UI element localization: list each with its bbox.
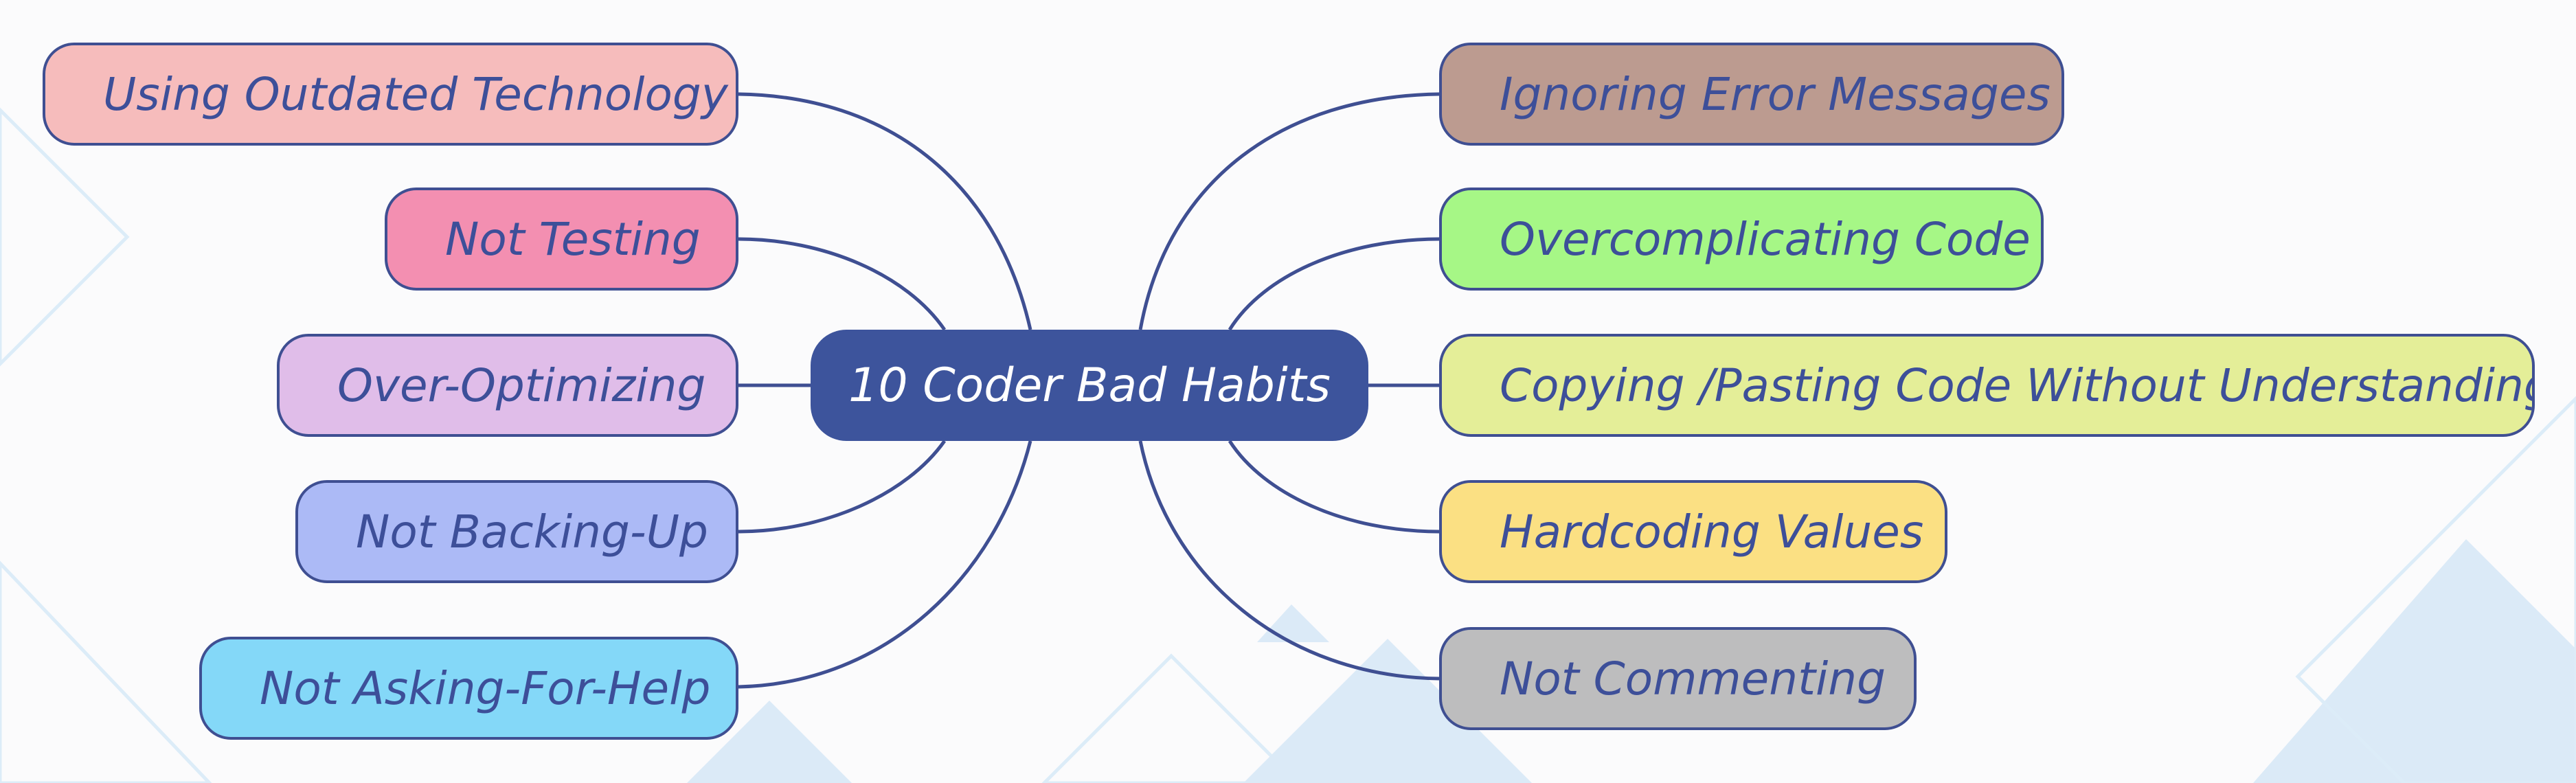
topic-label: Hardcoding Values bbox=[1500, 505, 1924, 558]
topic-label: Overcomplicating Code bbox=[1500, 212, 2031, 266]
background-triangle-left bbox=[0, 107, 130, 367]
background-triangle-center bbox=[1243, 639, 1532, 783]
connector-not-commenting bbox=[1138, 440, 1440, 681]
topic-overcomplicating-code: Overcomplicating Code bbox=[1439, 188, 2044, 291]
background-triangle-bottom-left bbox=[687, 701, 852, 783]
central-topic: 10 Coder Bad Habits bbox=[811, 330, 1368, 441]
connector-overcomplicating-code bbox=[1228, 237, 1440, 331]
topic-ignoring-error-messages: Ignoring Error Messages bbox=[1439, 43, 2064, 146]
central-topic-label: 10 Coder Bad Habits bbox=[848, 358, 1331, 413]
topic-over-optimizing: Over-Optimizing bbox=[277, 334, 738, 437]
topic-not-backing-up: Not Backing-Up bbox=[295, 480, 738, 583]
topic-hardcoding-values: Hardcoding Values bbox=[1439, 480, 1947, 583]
topic-label: Using Outdated Technology bbox=[103, 67, 728, 121]
connector-ignoring-error-messages bbox=[1138, 92, 1440, 330]
connector-not-asking-for-help bbox=[738, 440, 1032, 689]
connector-not-backing-up bbox=[738, 440, 947, 534]
background-triangle-right-outline bbox=[2295, 396, 2576, 783]
topic-label: Not Commenting bbox=[1500, 652, 1886, 705]
topic-label: Ignoring Error Messages bbox=[1500, 67, 2050, 121]
topic-label: Not Testing bbox=[445, 212, 701, 266]
topic-label: Not Asking-For-Help bbox=[260, 661, 711, 715]
background-triangle-right bbox=[2253, 539, 2576, 783]
topic-not-commenting: Not Commenting bbox=[1439, 627, 1917, 730]
topic-label: Over-Optimizing bbox=[337, 359, 706, 412]
connector-using-outdated-technology bbox=[738, 92, 1032, 330]
topic-not-asking-for-help: Not Asking-For-Help bbox=[199, 637, 738, 740]
background-triangle-bottom-corner bbox=[0, 560, 212, 783]
topic-label: Copying /Pasting Code Without Understand… bbox=[1500, 359, 2535, 412]
topic-label: Not Backing-Up bbox=[356, 505, 708, 558]
topic-copying-pasting-code-without-understanding: Copying /Pasting Code Without Understand… bbox=[1439, 334, 2535, 437]
connector-not-testing bbox=[738, 237, 947, 331]
connector-hardcoding-values bbox=[1228, 440, 1440, 534]
topic-using-outdated-technology: Using Outdated Technology bbox=[43, 43, 738, 146]
topic-not-testing: Not Testing bbox=[385, 188, 738, 291]
background-triangle-center-outline bbox=[1041, 653, 1301, 783]
